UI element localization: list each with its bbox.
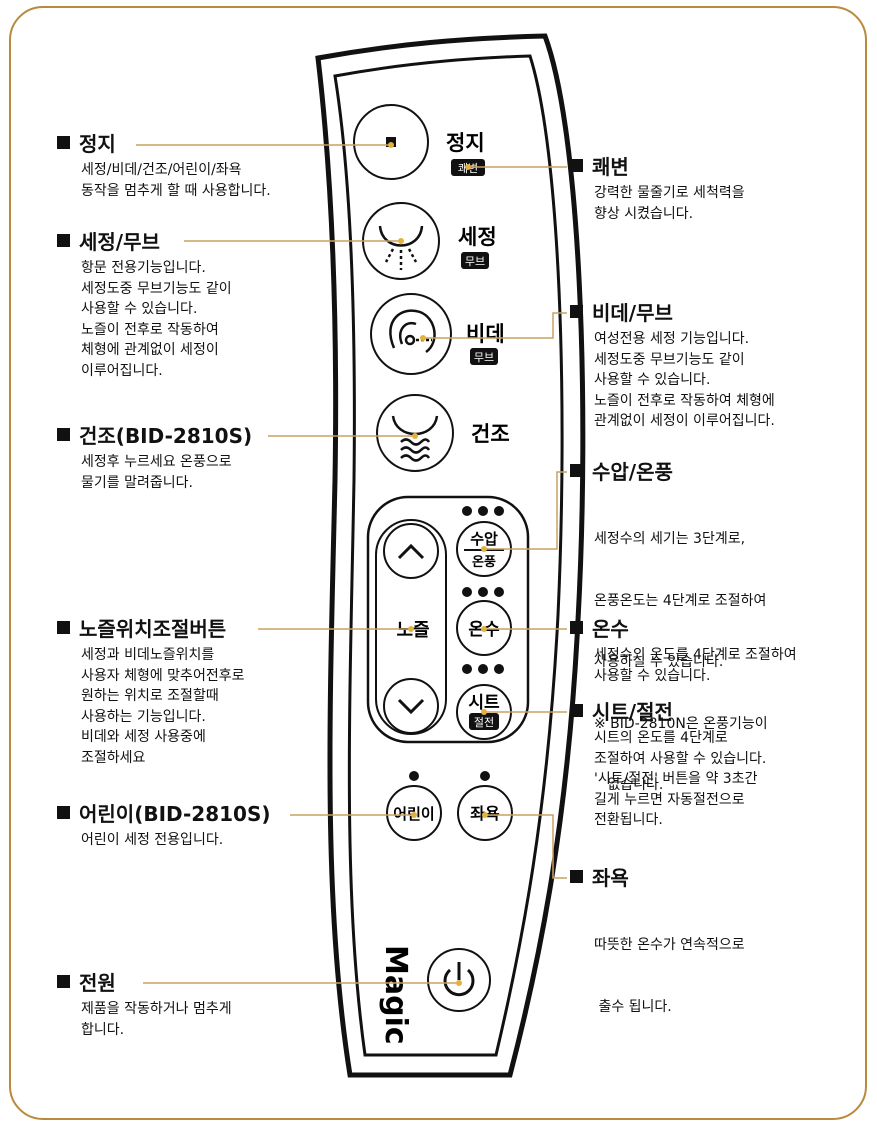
wash-icon: [378, 225, 424, 270]
label-pressure: 수압/온풍 세정수의 세기는 3단계로, 온풍온도는 4단계로 조절하여 사용하…: [570, 460, 768, 837]
warm-air-label: 온풍: [472, 555, 496, 570]
label-dry-line: 물기를 말려줍니다.: [81, 474, 193, 491]
label-dry-line: 세정후 누르세요 온풍으로: [81, 454, 232, 470]
label-water-temp-title: 온수: [592, 617, 629, 641]
leader-endpoint-dots: [388, 142, 488, 986]
seat-label: 시트: [468, 693, 500, 713]
label-power-line: 합니다.: [81, 1021, 125, 1038]
label-bidet-line: 사용할 수 있습니다.: [594, 372, 711, 388]
label-wash: 세정/무브 항문 전용기능입니다. 세정도중 무브기능도 같이 사용할 수 있습…: [57, 230, 232, 381]
wash-move-badge: [461, 252, 489, 269]
brand-logo: Magic: [378, 945, 413, 1045]
label-dry-title: 건조(BID-2810S): [79, 424, 253, 448]
label-water-temp-line: 사용할 수 있습니다.: [594, 667, 711, 684]
chevron-up-icon: [397, 543, 425, 560]
label-sitz-line: 출수 됩니다.: [594, 998, 672, 1015]
label-nozzle-line: 세정과 비데노즐위치를: [81, 647, 215, 663]
label-wash-line: 세정도중 무브기능도 같이: [81, 280, 232, 297]
label-bidet-title: 비데/무브: [592, 301, 673, 325]
label-nozzle-title: 노즐위치조절버튼: [79, 617, 227, 641]
label-stop: 정지 세정/비데/건조/어린이/좌욕 동작을 멈추게 할 때 사용합니다.: [57, 132, 271, 201]
label-power: 전원 제품을 작동하거나 멈추게 합니다.: [57, 971, 232, 1040]
label-seat-line: 조절하여 사용할 수 있습니다.: [594, 750, 767, 767]
wash-button-label: 세정: [458, 225, 497, 249]
label-seat-line: '시트/절전' 버튼을 약 3초간: [594, 771, 758, 787]
label-dry: 건조(BID-2810S) 세정후 누르세요 온풍으로 물기를 말려줍니다.: [57, 424, 252, 493]
label-bidet: 비데/무브 여성전용 세정 기능입니다. 세정도중 무브기능도 같이 사용할 수…: [570, 301, 775, 432]
outer-frame: [9, 6, 867, 1120]
stop-button-label: 정지: [446, 131, 485, 155]
seat-level-dots: [462, 664, 504, 674]
label-pressure-line: 세정수의 세기는 3단계로,: [594, 531, 746, 547]
label-wash-line: 체형에 관계없이 세정이: [81, 342, 219, 358]
bidet-move-badge: [470, 348, 498, 365]
pressure-label: 수압: [470, 530, 498, 548]
label-child-title: 어린이(BID-2810S): [79, 802, 271, 826]
leader-lines: [136, 144, 567, 984]
label-water-temp: 온수 세정수의 온도를 4단계로 조절하여 사용할 수 있습니다.: [570, 617, 797, 686]
label-pressure-line: 온풍온도는 4단계로 조절하여: [594, 592, 767, 609]
power-save-badge: [469, 713, 499, 730]
power-icon: [443, 962, 475, 997]
label-pressure-line: 사용하실 수 있습니다.: [594, 654, 724, 670]
nozzle-group-panel: [366, 495, 530, 744]
power-save-badge-label: 절전: [474, 716, 494, 729]
sitz-indicator-dot: [480, 771, 490, 781]
label-pressure-line: ※ BID-2810N은 온풍기능이: [594, 715, 768, 732]
label-seat: 시트/절전 시트의 온도를 4단계로 조절하여 사용할 수 있습니다. '시트/…: [570, 700, 766, 831]
label-sitz-title: 좌욕: [592, 866, 629, 890]
dry-button-label: 건조: [471, 422, 510, 446]
label-sitz: 좌욕 따뜻한 온수가 연속적으로 출수 됩니다.: [570, 866, 745, 1058]
label-water-temp-line: 세정수의 온도를 4단계로 조절하여: [594, 647, 797, 663]
wash-move-badge-label: 무브: [465, 255, 485, 268]
label-bowel-line: 강력한 물줄기로 세척력을: [594, 185, 745, 201]
label-power-line: 제품을 작동하거나 멈추게: [81, 1001, 232, 1017]
bidet-button[interactable]: [370, 293, 452, 375]
label-child: 어린이(BID-2810S) 어린이 세정 전용입니다.: [57, 802, 271, 851]
label-pressure-line: 없습니다.: [594, 777, 664, 793]
label-nozzle-line: 조절하세요: [81, 749, 146, 766]
label-bidet-line: 관계없이 세정이 이루어집니다.: [594, 413, 775, 429]
nozzle-backward-button[interactable]: [383, 678, 439, 734]
water-temp-level-dots: [462, 587, 504, 597]
label-bowel-title: 쾌변: [592, 155, 629, 179]
label-pressure-title: 수압/온풍: [592, 460, 673, 484]
label-stop-line: 세정/비데/건조/어린이/좌욕: [81, 162, 242, 178]
label-bidet-line: 노즐이 전후로 작동하여 체형에: [594, 392, 775, 409]
label-power-title: 전원: [79, 971, 116, 995]
remote-body-inner: [333, 54, 564, 1057]
label-nozzle-line: 원하는 위치로 조절할때: [81, 688, 219, 704]
label-wash-line: 노즐이 전후로 작동하여: [81, 321, 219, 338]
label-seat-line: 길게 누르면 자동절전으로: [594, 791, 745, 808]
label-wash-title: 세정/무브: [79, 230, 160, 254]
label-bowel: 쾌변 강력한 물줄기로 세척력을 향상 시켰습니다.: [570, 155, 745, 224]
label-seat-title: 시트/절전: [592, 700, 673, 724]
label-wash-line: 이루어집니다.: [81, 362, 163, 379]
label-seat-line: 전환됩니다.: [594, 812, 663, 828]
pressure-level-dots: [462, 506, 504, 516]
label-nozzle-line: 비데와 세정 사용중에: [81, 729, 206, 745]
remote-body-outer: [315, 33, 586, 1078]
label-bidet-line: 여성전용 세정 기능입니다.: [594, 331, 750, 347]
nozzle-forward-button[interactable]: [383, 523, 439, 579]
label-nozzle-line: 사용하는 기능입니다.: [81, 708, 206, 725]
chevron-down-icon: [397, 698, 425, 715]
label-stop-title: 정지: [79, 132, 116, 156]
label-wash-line: 항문 전용기능입니다.: [81, 260, 206, 276]
label-child-line: 어린이 세정 전용입니다.: [81, 832, 224, 848]
child-indicator-dot: [409, 771, 419, 781]
label-nozzle: 노즐위치조절버튼 세정과 비데노즐위치를 사용자 체형에 맞추어전후로 원하는 …: [57, 617, 244, 768]
label-bowel-line: 향상 시켰습니다.: [594, 205, 694, 222]
label-wash-line: 사용할 수 있습니다.: [81, 301, 198, 317]
label-seat-line: 시트의 온도를 4단계로: [594, 730, 728, 746]
bidet-move-badge-label: 무브: [474, 351, 494, 364]
label-sitz-line: 따뜻한 온수가 연속적으로: [594, 937, 745, 953]
label-nozzle-line: 사용자 체형에 맞추어전후로: [81, 667, 245, 684]
bidet-button-label: 비데: [466, 322, 505, 346]
label-stop-line: 동작을 멈추게 할 때 사용합니다.: [81, 182, 271, 199]
label-bidet-line: 세정도중 무브기능도 같이: [594, 351, 745, 368]
